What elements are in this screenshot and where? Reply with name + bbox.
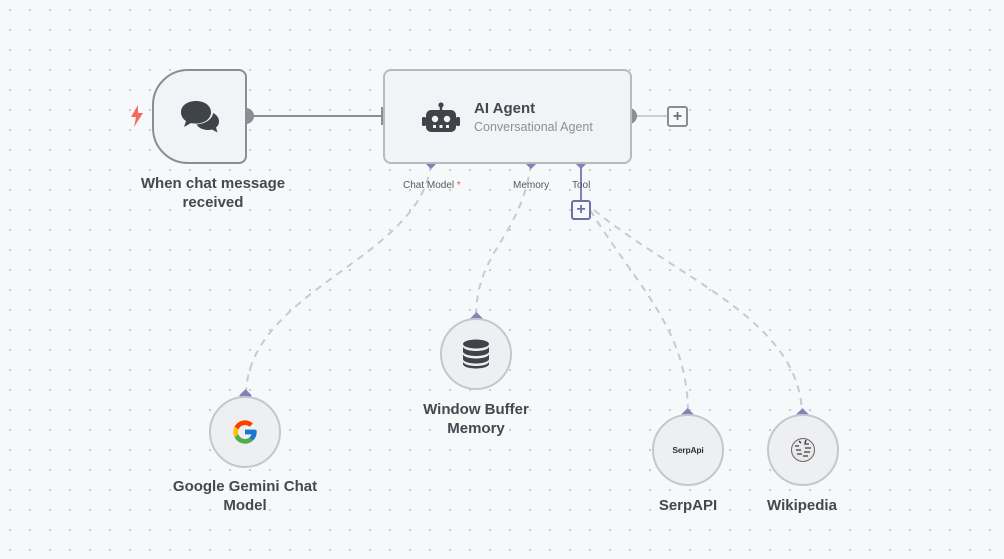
wikipedia-connection — [593, 209, 803, 415]
window-buffer-memory-node[interactable] — [440, 318, 512, 390]
robot-icon — [422, 102, 460, 132]
agent-subtitle: Conversational Agent — [474, 120, 593, 134]
gemini-node-label: Google Gemini Chat Model — [172, 478, 318, 514]
serpapi-logo: SerpApi — [672, 445, 704, 455]
agent-title: AI Agent — [474, 100, 536, 117]
serpapi-node[interactable]: SerpApi — [652, 414, 724, 486]
chat-model-label-text: Chat Model — [403, 180, 455, 191]
required-mark: * — [456, 180, 461, 191]
memory-handle-label: Memory — [513, 180, 550, 191]
google-g-icon — [233, 420, 257, 444]
chat-trigger-node[interactable] — [152, 69, 247, 164]
lightning-bolt-icon — [131, 105, 143, 127]
chat-model-handle-label: Chat Model * — [403, 180, 461, 191]
serpapi-node-label: SerpAPI — [658, 497, 718, 514]
wikipedia-node-label: Wikipedia — [767, 497, 837, 514]
trigger-node-label: When chat message received — [140, 175, 286, 211]
add-tool-button[interactable]: + — [571, 200, 591, 220]
serpapi-connection — [589, 209, 689, 415]
gemini-chat-model-node[interactable] — [209, 396, 281, 468]
add-next-node-button[interactable]: + — [667, 106, 688, 127]
database-icon — [463, 339, 489, 369]
wikipedia-node[interactable] — [767, 414, 839, 486]
ai-agent-node[interactable]: AI Agent Conversational Agent — [383, 69, 632, 164]
memory-node-label: Window Buffer Memory — [423, 401, 529, 437]
memory-connection — [475, 163, 532, 319]
tool-handle-label: Tool — [572, 180, 591, 191]
chat-bubbles-icon — [180, 100, 219, 132]
wikipedia-globe-icon — [791, 438, 815, 462]
